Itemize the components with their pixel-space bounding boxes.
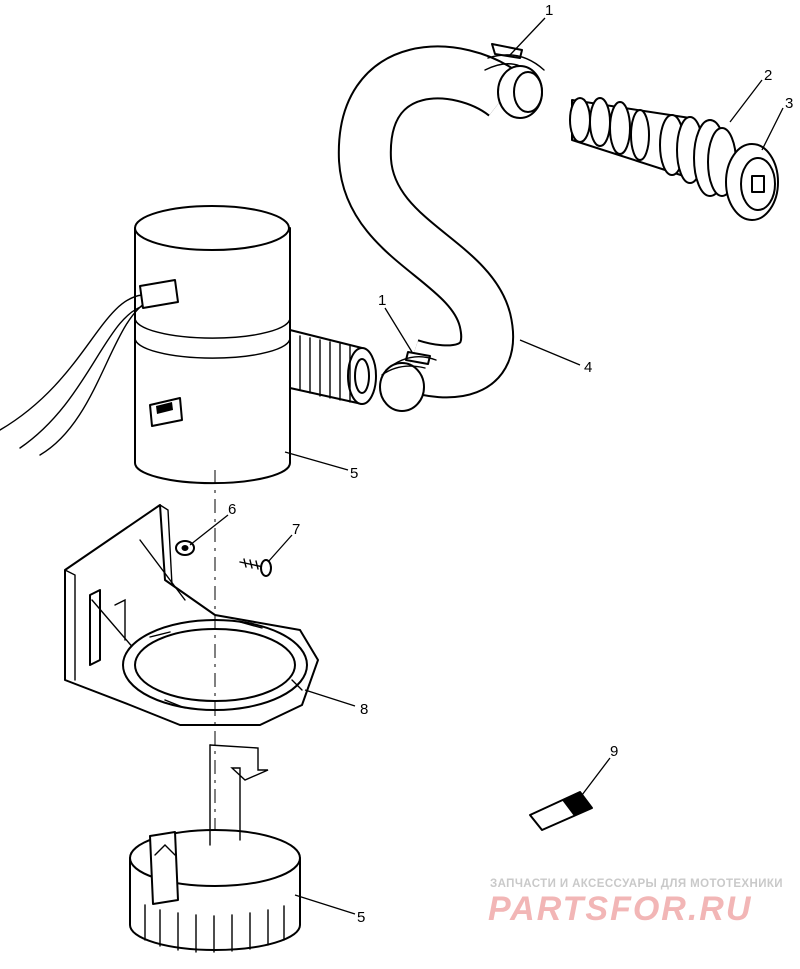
decal: [529, 791, 593, 831]
callout-5-motor: 5: [350, 465, 358, 482]
callout-labels: 1 2 3 1 4 5 6 7 8 9 5: [228, 2, 793, 926]
screw: [239, 558, 272, 577]
callout-1-top: 1: [545, 2, 553, 19]
thru-hull-flange: [725, 143, 779, 221]
alignment-arrow: [209, 744, 269, 846]
callout-6: 6: [228, 501, 236, 518]
hose: [337, 45, 543, 412]
callout-1-bottom: 1: [378, 292, 386, 309]
mounting-bracket: [64, 504, 319, 726]
strainer-base: [129, 829, 301, 953]
callout-5-base: 5: [357, 909, 365, 926]
washer: [175, 540, 195, 556]
watermark-tagline: ЗАПЧАСТИ И АКСЕССУАРЫ ДЛЯ МОТОТЕХНИКИ: [490, 878, 783, 890]
callout-3: 3: [785, 95, 793, 112]
bilge-pump-motor: [0, 205, 377, 485]
callout-8: 8: [360, 701, 368, 718]
hose-clamp-top: [487, 43, 545, 71]
leader-lines: [189, 17, 784, 915]
watermark: ЗАПЧАСТИ И АКСЕССУАРЫ ДЛЯ МОТОТЕХНИКИ PA…: [488, 878, 783, 928]
hose-clamp-bottom: [385, 351, 437, 371]
callout-4: 4: [584, 359, 592, 376]
callout-9: 9: [610, 743, 618, 760]
watermark-brand: PARTSFOR.RU: [488, 890, 752, 928]
callout-7: 7: [292, 521, 300, 538]
thru-hull-fitting: [569, 97, 737, 197]
callout-2: 2: [764, 67, 772, 84]
